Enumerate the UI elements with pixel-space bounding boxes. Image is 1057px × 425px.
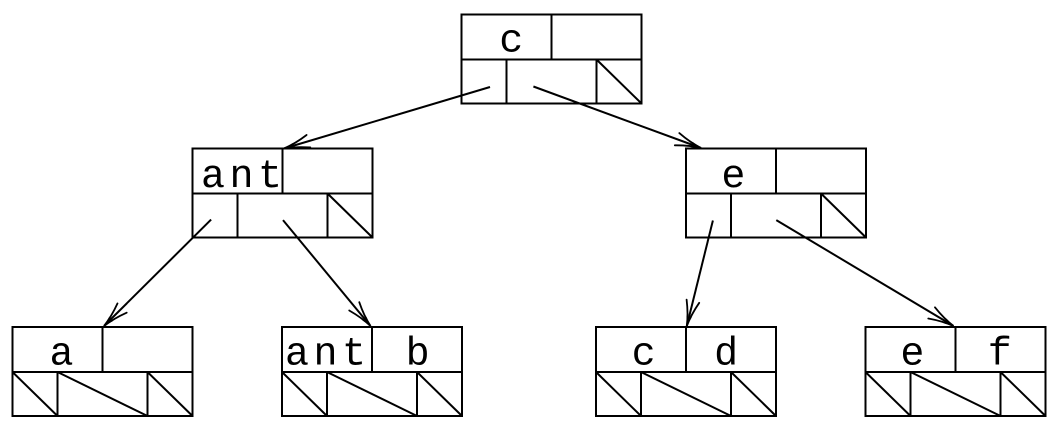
svg-text:c: c bbox=[632, 333, 656, 378]
svg-text:e: e bbox=[900, 333, 924, 378]
svg-text:ant: ant bbox=[285, 333, 371, 378]
svg-text:f: f bbox=[988, 333, 1012, 378]
svg-text:c: c bbox=[499, 20, 523, 65]
svg-text:ant: ant bbox=[201, 155, 287, 200]
svg-text:b: b bbox=[406, 333, 430, 378]
svg-text:d: d bbox=[714, 333, 738, 378]
svg-text:a: a bbox=[49, 333, 73, 378]
svg-text:e: e bbox=[721, 155, 745, 200]
